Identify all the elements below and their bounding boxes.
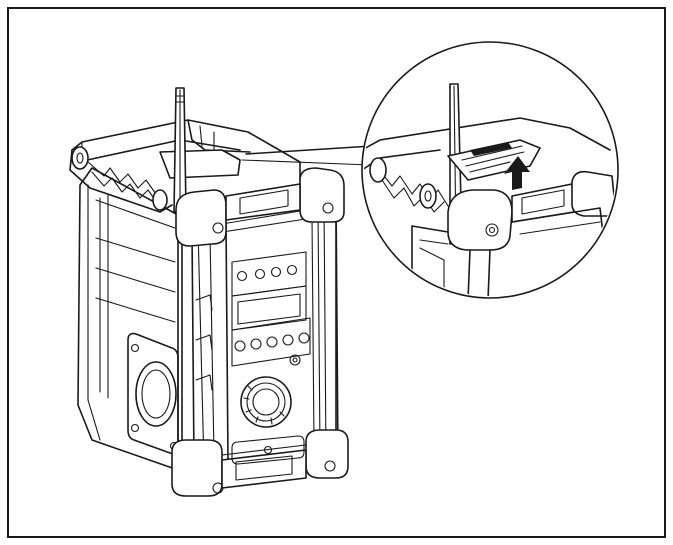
magnified-inset bbox=[361, 41, 619, 299]
volume-knob bbox=[240, 376, 292, 428]
display-window bbox=[231, 285, 307, 331]
up-arrow-icon bbox=[504, 156, 530, 190]
antenna bbox=[173, 87, 187, 213]
leader-line bbox=[241, 145, 373, 166]
control-panel bbox=[231, 251, 311, 367]
bottom-socket bbox=[231, 435, 305, 465]
corner-bumpers bbox=[171, 167, 349, 497]
side-speaker bbox=[127, 332, 179, 455]
